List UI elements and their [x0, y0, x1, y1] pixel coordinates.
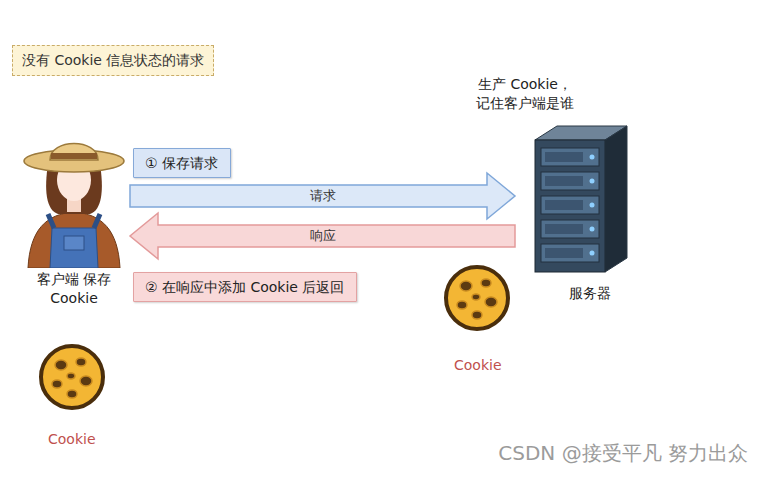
edge-label: 请求	[306, 188, 340, 204]
watermark: CSDN @接受平凡 努力出众	[498, 440, 748, 467]
step-box: ② 在响应中添加 Cookie 后返回	[133, 272, 357, 302]
server-note: 生产 Cookie， 记住客户端是谁	[460, 75, 590, 114]
edge-label: 响应	[306, 228, 340, 244]
node-label: 客户端 保存 Cookie	[18, 270, 130, 308]
block-arrow	[130, 213, 515, 259]
client-node: 客户端 保存 Cookie	[18, 130, 130, 308]
title-box: 没有 Cookie 信息状态的请求	[12, 45, 214, 76]
node-label: 服务器	[550, 284, 630, 303]
cookie-icon	[41, 346, 103, 408]
step-text: ① 保存请求	[145, 154, 219, 172]
step-text: ② 在响应中添加 Cookie 后返回	[145, 278, 345, 296]
client-figure	[18, 130, 130, 268]
server-figure	[515, 122, 645, 274]
step-box: ① 保存请求	[133, 148, 231, 178]
server-node: 生产 Cookie， 记住客户端是谁服务器	[515, 122, 645, 274]
cookie-label: Cookie	[454, 356, 502, 375]
cookie-icon	[446, 267, 508, 329]
block-arrow	[130, 173, 515, 219]
cookie-label: Cookie	[48, 430, 96, 449]
